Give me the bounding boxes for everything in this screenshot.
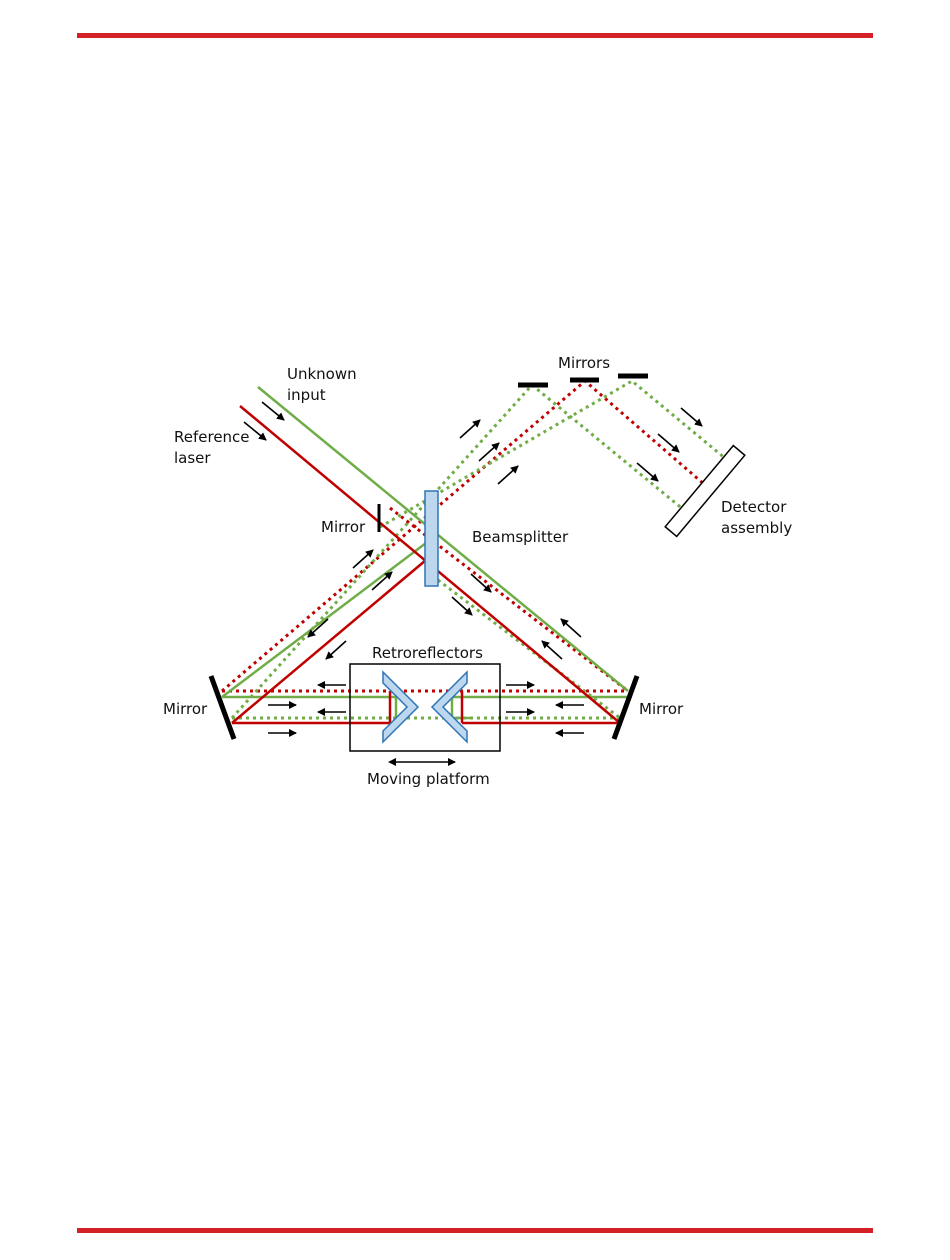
center-mirror-label: Mirror xyxy=(321,518,366,536)
arrow-icon xyxy=(561,619,581,637)
right-mirror-label: Mirror xyxy=(639,700,684,718)
unknown-reflected-beam xyxy=(222,543,426,697)
reference-laser-label-line1: Reference xyxy=(174,428,250,446)
arrow-icon xyxy=(658,434,679,452)
reference-laser-label-line2: laser xyxy=(174,449,211,467)
moving-platform-label: Moving platform xyxy=(367,770,490,788)
left-mirror xyxy=(211,676,234,739)
optics xyxy=(211,376,745,751)
detector-label-line2: assembly xyxy=(721,519,792,537)
arrow-icon xyxy=(542,641,562,659)
beamsplitter-label: Beamsplitter xyxy=(472,528,569,546)
unknown-input-label-line2: input xyxy=(287,386,326,404)
mirrors-label: Mirrors xyxy=(558,354,610,372)
unknown-input-label-line1: Unknown xyxy=(287,365,357,383)
left-retroreflector xyxy=(383,672,418,742)
retroreflectors-label: Retroreflectors xyxy=(372,644,483,662)
right-mirror xyxy=(614,676,637,739)
arrow-icon xyxy=(460,420,480,438)
arrow-icon xyxy=(452,597,472,615)
moving-platform xyxy=(350,664,500,751)
beamsplitter xyxy=(425,491,438,586)
arrow-icon xyxy=(308,619,328,637)
left-mirror-label: Mirror xyxy=(163,700,208,718)
arrow-icon xyxy=(498,466,518,484)
detector-label-line1: Detector xyxy=(721,498,787,516)
arrow-icon xyxy=(326,641,346,659)
